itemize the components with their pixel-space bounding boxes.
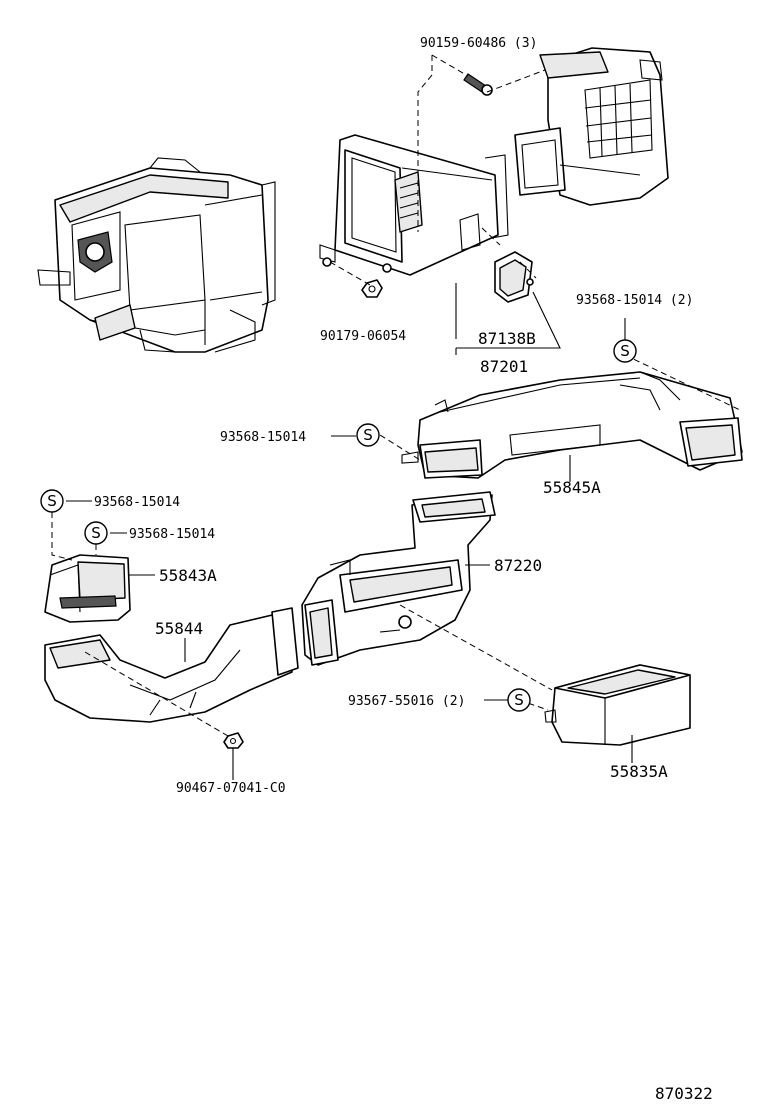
duct-frame-87201 xyxy=(319,134,509,276)
blower-duct-upper-right xyxy=(514,47,669,206)
duct-55835a xyxy=(544,664,691,746)
label-93568-left-lower: 93568-15014 xyxy=(129,527,215,542)
label-55845a: 55845A xyxy=(543,478,601,497)
label-87138b: 87138B xyxy=(478,329,536,348)
part-87138b-icon xyxy=(494,251,534,303)
svg-text:S: S xyxy=(514,691,524,709)
label-55835a: 55835A xyxy=(610,762,668,781)
duct-55845a xyxy=(401,371,743,479)
svg-text:S: S xyxy=(91,524,101,542)
label-90159: 90159-60486 (3) xyxy=(420,36,537,51)
label-55844: 55844 xyxy=(155,619,203,638)
clip-symbol-bottom: S xyxy=(507,688,531,712)
label-87201: 87201 xyxy=(480,357,528,376)
svg-text:S: S xyxy=(363,426,373,444)
duct-87220 xyxy=(301,491,496,666)
nut-90179-icon xyxy=(361,279,383,298)
heater-unit xyxy=(37,157,276,353)
label-93567: 93567-55016 (2) xyxy=(348,694,465,709)
clip-symbol-left-lower: S xyxy=(84,521,108,545)
clip-symbol-top-right: S xyxy=(613,339,637,363)
label-55843a: 55843A xyxy=(159,566,217,585)
svg-text:S: S xyxy=(47,492,57,510)
label-93568-top-right: 93568-15014 (2) xyxy=(576,293,693,308)
leader-lines xyxy=(66,283,633,780)
duct-55844 xyxy=(44,607,299,723)
bolt-90467-icon xyxy=(223,732,244,749)
label-93568-mid: 93568-15014 xyxy=(220,430,306,445)
label-90179: 90179-06054 xyxy=(320,329,406,344)
label-90467: 90467-07041-C0 xyxy=(176,781,286,796)
label-87220: 87220 xyxy=(494,556,542,575)
label-93568-left-upper: 93568-15014 xyxy=(94,495,180,510)
clip-symbol-left-upper: S xyxy=(40,489,64,513)
clip-symbol-mid: S xyxy=(356,423,380,447)
svg-text:S: S xyxy=(620,342,630,360)
diagram-code: 870322 xyxy=(655,1084,713,1103)
duct-55843a xyxy=(44,554,131,623)
